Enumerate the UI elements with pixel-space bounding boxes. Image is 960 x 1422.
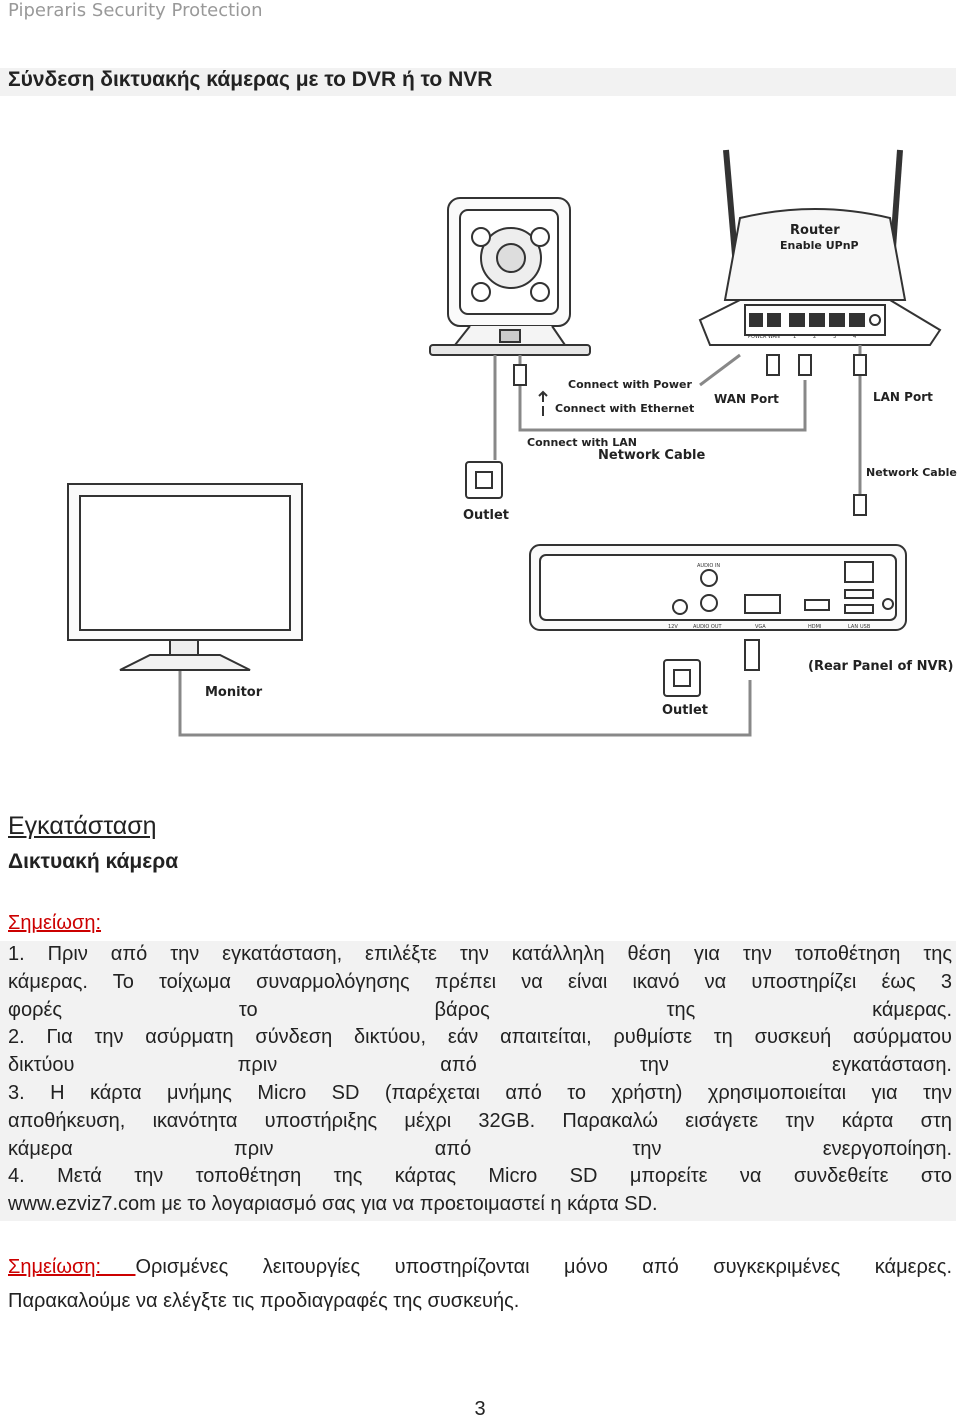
router-label: Router [790,223,840,238]
monitor-illustration [67,483,303,671]
outlet-1-label: Outlet [463,508,509,523]
cables [178,345,862,737]
note2-line-2: Παρακαλούμε να ελέγξτε τις προδιαγραφές … [8,1290,520,1312]
connectors [513,354,867,671]
port-label: 3 [833,334,836,340]
note2-line-1: Σημείωση: Ορισμένες λειτουργίες υποστηρί… [8,1250,952,1284]
monitor-label: Monitor [205,685,263,700]
outlet-2-label: Outlet [662,703,708,718]
network-cable-label-2: Network Cable [866,466,957,479]
note2-paragraph: Σημείωση: Ορισμένες λειτουργίες υποστηρί… [8,1250,952,1318]
port-label: AUDIO OUT [693,624,723,630]
connection-diagram: Router Enable UPnP Outlet Monitor [67,149,957,737]
wan-port-label: WAN Port [714,392,779,406]
port-label: VGA [755,624,766,630]
section-subtitle: Δικτυακή κάμερα [8,850,179,873]
note-line: φορές το βάρος της κάμερας. [8,998,952,1021]
note-paragraph: 1. Πριν από την εγκατάσταση, επιλέξτε τη… [8,941,952,1219]
port-label: POWER [748,334,767,340]
router-sublabel: Enable UPnP [780,239,859,252]
router-illustration [698,149,942,346]
lan-port-label: LAN Port [873,390,933,404]
outlet-1-icon [465,461,503,499]
rear-panel-label: (Rear Panel of NVR) [808,659,954,674]
title-band [0,68,956,96]
note2-text-1: Ορισμένες λειτουργίες υποστηρίζονται μόν… [135,1256,953,1278]
connect-lan-label: Connect with LAN [527,436,637,449]
note-line: 4. Μετά την τοποθέτηση της κάρτας Micro … [8,1165,952,1188]
note-line: 2. Για την ασύρματη σύνδεση δικτύου, εάν… [8,1026,952,1049]
port-label: 1 [793,334,796,340]
note-label: Σημείωση: [8,912,102,934]
port-label: 4 [853,334,856,340]
note2-label: Σημείωση: [8,1256,136,1278]
network-cable-label-1: Network Cable [598,448,706,463]
note-line: δικτύου πριν από την εγκατάσταση. [8,1054,952,1077]
header-company: Piperaris Security Protection [8,0,263,21]
note-background [0,941,956,1221]
page-number: 3 [474,1398,486,1420]
note-line: www.ezviz7.com με το λογαριασμό σας για … [8,1193,658,1216]
nvr-illustration [529,544,907,631]
port-label: 2 [813,334,816,340]
page-title: Σύνδεση δικτυακής κάμερας με το DVR ή το… [8,68,493,91]
outlet-2-icon [663,659,701,697]
note-line: αποθήκευση, ικανότητα υποστήριξης μέχρι … [8,1109,952,1132]
connect-ethernet-label: Connect with Ethernet [555,402,694,415]
port-label: USB [860,624,871,630]
port-label: HDMI [808,624,821,630]
port-label: AUDIO IN [697,563,720,569]
note-line: κάμερας. Το τοίχωμα συναρμολόγησης πρέπε… [8,970,952,993]
note-line: κάμερα πριν από την ενεργοποίηση. [8,1137,952,1160]
note-line: 3. Η κάρτα μνήμης Micro SD (παρέχεται απ… [8,1081,952,1104]
port-label: LAN [848,624,858,630]
note-line: 1. Πριν από την εγκατάσταση, επιλέξτε τη… [8,943,952,965]
section-title: Εγκατάσταση [8,812,157,840]
port-label: WAN [768,334,780,340]
connect-power-label: Connect with Power [568,378,692,391]
port-label: 12V [668,624,678,630]
camera-illustration [429,197,591,356]
